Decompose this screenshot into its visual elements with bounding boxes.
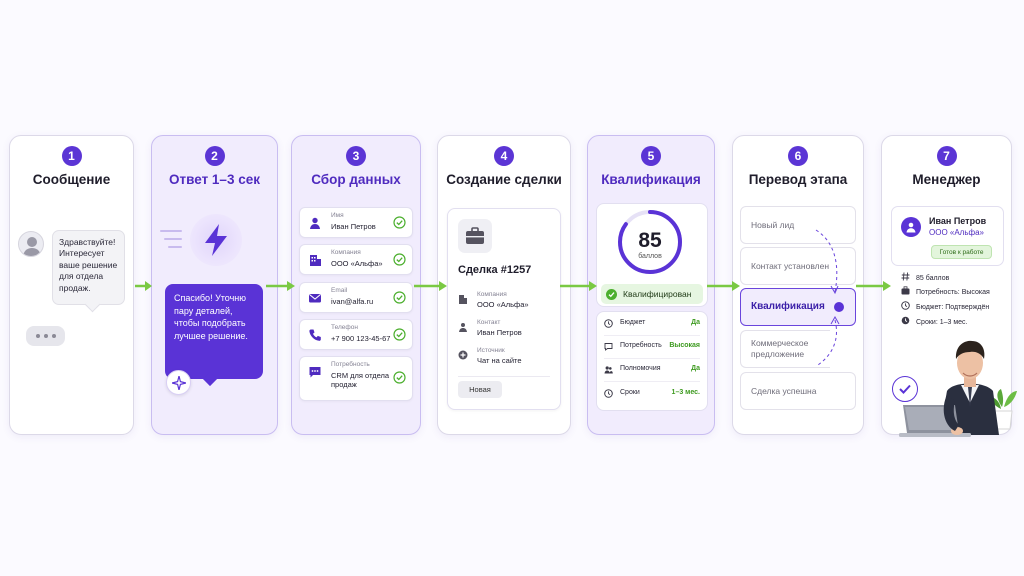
flow-arrow [856, 281, 891, 291]
step-title: Перевод этапа [748, 172, 848, 187]
flow-arrow [135, 281, 152, 291]
clock-icon [604, 389, 613, 398]
deal-card: Сделка #1257 Компания ООО «Альфа» Контак… [447, 208, 561, 410]
briefcase-icon [458, 219, 492, 253]
deal-status-badge: Новая [458, 381, 502, 398]
criterion-need: Потребность Высокая [604, 341, 700, 353]
check-icon [892, 376, 918, 402]
divider [604, 335, 700, 336]
step-title: Менеджер [912, 172, 981, 187]
speed-line [160, 230, 182, 232]
manager-fact: Бюджет: Подтверждён [901, 301, 989, 311]
step-number: 3 [346, 146, 366, 166]
user-icon [310, 217, 320, 229]
pipeline-stage: Новый лид [740, 206, 856, 244]
speed-line [164, 238, 182, 240]
field-company: Компания ООО «Альфа» [299, 244, 413, 275]
field-name: Имя Иван Петров [299, 207, 413, 238]
score-unit: баллов [638, 253, 662, 260]
chat-icon [309, 367, 321, 378]
step-number: 6 [788, 146, 808, 166]
check-icon [393, 291, 406, 304]
divider [604, 358, 700, 359]
criterion-timing: Сроки 1–3 мес. [604, 388, 700, 400]
check-icon [393, 371, 406, 384]
building-icon [459, 295, 467, 304]
hash-icon [901, 272, 910, 281]
sparkle-icon [166, 370, 191, 395]
speed-line [168, 246, 182, 248]
check-icon [393, 253, 406, 266]
score-ring [618, 210, 682, 274]
clock-icon [901, 316, 910, 325]
user-avatar-icon [18, 231, 44, 257]
step-title: Сбор данных [311, 172, 401, 187]
flow-arrow [707, 281, 740, 291]
step-title: Создание сделки [446, 172, 562, 187]
deal-title: Сделка #1257 [458, 264, 532, 276]
lead-name: Иван Петров [929, 216, 987, 226]
step-number: 5 [641, 146, 661, 166]
step-title: Сообщение [32, 172, 111, 187]
mail-icon [309, 294, 321, 303]
chat-icon [604, 343, 613, 351]
step-number: 4 [494, 146, 514, 166]
manager-lead-card: Иван Петров ООО «Альфа» Готов к работе [891, 206, 1004, 266]
typing-indicator [26, 326, 65, 346]
manager-fact: 85 баллов [901, 272, 949, 282]
active-stage-dot [834, 302, 844, 312]
users-icon [604, 366, 613, 374]
score-arc [618, 210, 682, 274]
manager-fact: Сроки: 1–3 мес. [901, 316, 967, 326]
lead-company: ООО «Альфа» [929, 228, 984, 237]
criterion-authority: Полномочия Да [604, 364, 700, 376]
user-icon [459, 323, 467, 332]
clock-icon [901, 301, 910, 310]
flow-arrow [560, 281, 597, 291]
user-avatar-icon [901, 217, 921, 237]
briefcase-icon [901, 286, 910, 295]
manager-fact: Потребность: Высокая [901, 286, 990, 296]
plus-circle-icon [458, 350, 468, 360]
clock-icon [604, 319, 613, 328]
pipeline-stage: Коммерческое предложение [740, 330, 830, 368]
flow-arrow [414, 281, 447, 291]
field-phone: Телефон +7 900 123-45-67 [299, 319, 413, 350]
manager-illustration [899, 340, 1017, 437]
criterion-budget: Бюджет Да [604, 318, 700, 330]
building-icon [310, 255, 321, 266]
step-title: Квалификация [601, 172, 701, 187]
check-icon [606, 288, 617, 300]
bot-reply-bubble: Спасибо! Уточню пару деталей, чтобы подо… [165, 284, 263, 379]
lightning-icon [190, 214, 242, 266]
divider [604, 381, 700, 382]
pipeline-stage: Сделка успешна [740, 372, 856, 410]
divider [458, 376, 550, 377]
flow-arrow [266, 281, 295, 291]
check-icon [393, 216, 406, 229]
step-number: 1 [61, 146, 82, 166]
stage-transition-arrows [815, 229, 840, 366]
step-title: Ответ 1–3 сек [169, 172, 260, 187]
score-value: 85 [638, 229, 662, 252]
step-number: 2 [204, 146, 225, 166]
ready-badge: Готов к работе [931, 245, 992, 259]
qualified-badge: Квалифицирован [601, 284, 703, 304]
field-email: Email ivan@alfa.ru [299, 282, 413, 313]
field-need: Потребность CRM для отдела продаж [299, 356, 413, 401]
criteria-panel [596, 311, 708, 411]
incoming-message-bubble: Здравствуйте! Интересует ваше решение дл… [52, 230, 125, 305]
step-number: 7 [936, 146, 957, 166]
check-icon [393, 328, 406, 341]
phone-icon [309, 329, 321, 341]
